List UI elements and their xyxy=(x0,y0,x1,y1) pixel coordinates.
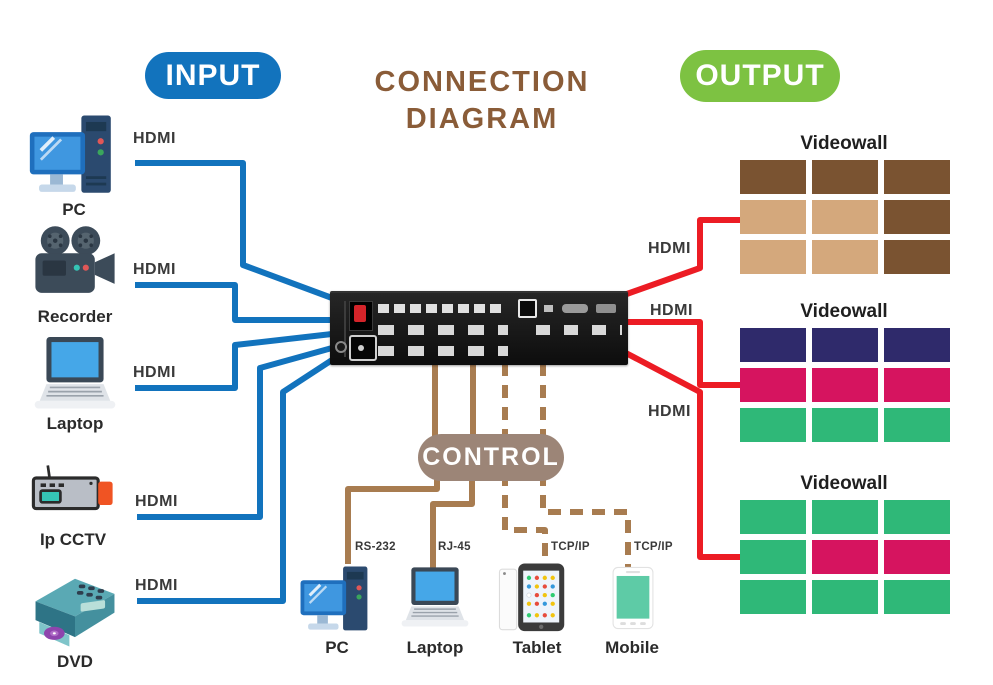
laptop-input-icon xyxy=(33,334,117,414)
videowall-tile-green xyxy=(812,408,878,442)
videowall-tile-navy xyxy=(740,328,806,362)
hdmi-label-pc: HDMI xyxy=(133,130,176,147)
laptop-control-icon xyxy=(400,566,470,630)
control-name-pc: PC xyxy=(325,638,349,657)
videowall3-grid xyxy=(740,500,950,614)
rs232-port xyxy=(596,304,616,313)
hdmi-label-output2: HDMI xyxy=(650,302,693,319)
videowall-tile-navy xyxy=(884,328,950,362)
input-name-pc: PC xyxy=(62,200,86,219)
cable-videowall2-hdmi xyxy=(626,319,742,388)
hdmi-output-ports-right xyxy=(536,325,622,335)
page-title-line1: CONNECTION xyxy=(374,66,590,98)
cable-videowall1-hdmi xyxy=(622,217,742,298)
videowall-tile-green xyxy=(812,580,878,614)
vga-port xyxy=(562,304,588,313)
output-badge: OUTPUT xyxy=(680,50,840,102)
matrix-switcher-device xyxy=(330,291,628,365)
videowall1-title: Videowall xyxy=(800,133,888,154)
service-port xyxy=(544,305,553,312)
pc-input-icon xyxy=(28,110,120,202)
cable-rj45-laptop xyxy=(430,477,475,568)
videowall-tile-navy xyxy=(812,328,878,362)
videowall2-grid xyxy=(740,328,950,442)
dvd-player-icon xyxy=(28,563,122,651)
usb-port-row xyxy=(378,304,506,313)
videowall-tile-pink xyxy=(884,540,950,574)
videowall-tile-green xyxy=(884,580,950,614)
conn-label-tcpip-tablet: TCP/IP xyxy=(551,541,590,553)
ground-screw xyxy=(335,341,347,353)
input-badge: INPUT xyxy=(145,52,281,99)
videowall-tile-green xyxy=(812,500,878,534)
conn-label-tcpip-mobile: TCP/IP xyxy=(634,541,673,553)
videowall-tile-dark_brown xyxy=(812,160,878,194)
videowall-tile-tan xyxy=(740,240,806,274)
cable-videowall3-hdmi xyxy=(622,349,742,560)
videowall-tile-green xyxy=(740,408,806,442)
videowall2-title: Videowall xyxy=(800,301,888,322)
videowall1-grid xyxy=(740,160,950,274)
videowall-tile-tan xyxy=(812,240,878,274)
cable-pc-hdmi xyxy=(135,160,334,301)
videowall-tile-green xyxy=(884,408,950,442)
control-badge: CONTROL xyxy=(418,434,564,481)
videowall-tile-dark_brown xyxy=(884,160,950,194)
cable-dvd-hdmi xyxy=(137,357,334,604)
input-name-recorder: Recorder xyxy=(37,307,113,326)
hdmi-label-recorder: HDMI xyxy=(133,261,176,278)
control-name-laptop: Laptop xyxy=(406,638,464,657)
device-panel-divider xyxy=(344,301,346,357)
cable-ipcctv-hdmi xyxy=(137,345,333,520)
power-switch xyxy=(354,305,366,322)
hdmi-input-ports-left xyxy=(378,325,508,335)
rj45-port xyxy=(518,299,537,318)
control-name-tablet: Tablet xyxy=(512,638,562,657)
mobile-icon xyxy=(610,566,656,630)
cable-laptop-hdmi xyxy=(135,331,333,391)
videowall-tile-pink xyxy=(740,368,806,402)
videowall-tile-green xyxy=(740,540,806,574)
videowall-tile-green xyxy=(740,580,806,614)
page-title: CONNECTION DIAGRAM xyxy=(332,64,632,138)
videowall-tile-dark_brown xyxy=(884,200,950,234)
videowall-tile-pink xyxy=(884,368,950,402)
videowall-tile-pink xyxy=(812,368,878,402)
videowall-tile-tan xyxy=(740,200,806,234)
hdmi-label-dvd: HDMI xyxy=(135,577,178,594)
pc-control-icon xyxy=(298,562,376,638)
cable-recorder-hdmi xyxy=(135,282,332,323)
tablet-icon xyxy=(498,560,570,636)
hdmi-label-ipcctv: HDMI xyxy=(135,493,178,510)
recorder-icon xyxy=(30,224,120,306)
videowall3-title: Videowall xyxy=(800,473,888,494)
hdmi-label-laptop: HDMI xyxy=(133,364,176,381)
conn-label-rj45: RJ-45 xyxy=(438,541,471,553)
input-name-ipcctv: Ip CCTV xyxy=(39,530,107,549)
videowall-tile-pink xyxy=(812,540,878,574)
videowall-tile-green xyxy=(740,500,806,534)
input-name-laptop: Laptop xyxy=(46,414,104,433)
ip-cctv-icon xyxy=(28,462,118,530)
hdmi-label-output1: HDMI xyxy=(648,240,691,257)
page-title-line2: DIAGRAM xyxy=(405,103,559,135)
input-name-dvd: DVD xyxy=(57,652,93,671)
power-socket xyxy=(349,335,377,361)
videowall-tile-dark_brown xyxy=(740,160,806,194)
videowall-tile-green xyxy=(884,500,950,534)
hdmi-label-output3: HDMI xyxy=(648,403,691,420)
videowall-tile-dark_brown xyxy=(884,240,950,274)
cable-rs232-pc xyxy=(345,477,440,564)
hdmi-ports-bottom xyxy=(378,346,508,356)
cable-tcpip-tablet xyxy=(502,363,548,563)
control-name-mobile: Mobile xyxy=(605,638,659,657)
videowall-tile-tan xyxy=(812,200,878,234)
conn-label-rs232: RS-232 xyxy=(355,541,396,553)
